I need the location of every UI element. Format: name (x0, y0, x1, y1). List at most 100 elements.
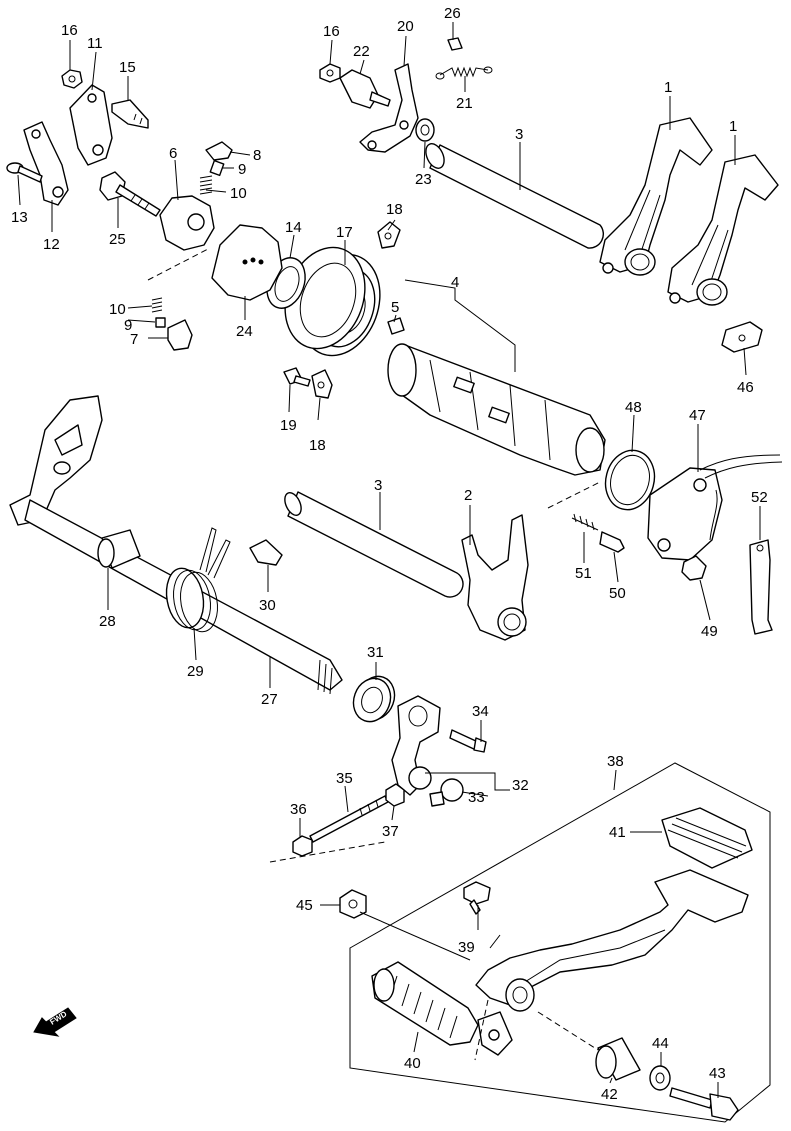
part-label: 16 (61, 22, 78, 39)
part-label: 41 (609, 824, 626, 841)
foot-rubber-40-drawing (371, 961, 479, 1046)
part-label: 46 (737, 379, 754, 396)
part-label: 12 (43, 236, 60, 253)
spring-10-top-drawing (199, 175, 213, 195)
nut-45-drawing (339, 889, 367, 919)
nut-36-drawing (292, 835, 313, 857)
part-label: 26 (444, 5, 461, 22)
pin-50-drawing (599, 531, 625, 553)
part-label: 34 (472, 703, 489, 720)
bolt-39-drawing (463, 881, 491, 915)
assembly-line-cam (147, 247, 211, 281)
stud-22-drawing (339, 69, 391, 109)
bolt-43-drawing (669, 1087, 739, 1121)
pedal-rubber-41-drawing (661, 807, 753, 869)
nut-37-drawing (385, 783, 405, 807)
arm-20-drawing (359, 63, 419, 153)
part-label: 36 (290, 801, 307, 818)
part-label: 15 (119, 59, 136, 76)
part-label: 44 (652, 1035, 669, 1052)
pawl-pin-8-drawing (205, 141, 233, 161)
switch-47-drawing (647, 454, 783, 561)
part-label: 21 (456, 95, 473, 112)
spring-51-drawing (571, 513, 599, 531)
part-label: 11 (87, 35, 103, 52)
bolt-34-drawing (449, 729, 487, 753)
fwd-arrow: FWD (33, 1007, 77, 1037)
fork-shaft-lower-drawing (284, 491, 464, 598)
nut-16-left-drawing (61, 69, 83, 89)
part-label: 29 (187, 663, 204, 680)
part-label: 42 (601, 1086, 618, 1103)
shift-fork-2-drawing (461, 514, 529, 641)
tie-rod-35-drawing (309, 795, 389, 843)
nut-16-right-drawing (319, 63, 341, 83)
part-label: 50 (609, 585, 626, 602)
plate-18-lower-drawing (311, 369, 333, 399)
roller-9-top-drawing (209, 159, 225, 177)
shift-fork-1a-drawing (599, 117, 713, 276)
clamp-52-drawing (749, 539, 773, 635)
part-label: 45 (296, 897, 313, 914)
pawl-7-drawing (167, 319, 193, 351)
part-label: 10 (230, 185, 247, 202)
spring-10-lower-drawing (151, 297, 163, 313)
part-label: 49 (701, 623, 718, 640)
part-label: 10 (109, 301, 126, 318)
shift-fork-1b-drawing (667, 154, 779, 306)
part-label: 48 (625, 399, 642, 416)
part-label: 47 (689, 407, 706, 424)
part-label: 38 (607, 753, 624, 770)
pin-30-drawing (249, 539, 283, 566)
part-label: 9 (238, 161, 246, 178)
part-label: 17 (336, 224, 353, 241)
part-label: 51 (575, 565, 592, 582)
bolt-49-drawing (681, 555, 707, 581)
assembly-line-rod (269, 841, 386, 863)
leader-lines (17, 22, 761, 1098)
pivot-bolt-13-drawing (6, 162, 43, 183)
fork-shaft-upper-drawing (425, 143, 605, 249)
part-label: 6 (169, 145, 177, 162)
part-label: 7 (130, 331, 138, 348)
shift-shaft-arm-drawing (9, 395, 103, 526)
collar-28-drawing (97, 529, 141, 569)
shift-drum-drawing (387, 343, 606, 476)
stopper-plate-drawing (69, 84, 113, 166)
part-label: 32 (512, 777, 529, 794)
part-label: 23 (415, 171, 432, 188)
roller-9-lower-drawing (155, 317, 166, 328)
bracket-46-drawing (721, 321, 763, 353)
part-label: 43 (709, 1065, 726, 1082)
drum-pin-drawing (387, 317, 405, 335)
stopper-arm-drawing (23, 121, 69, 206)
oil-seal-31-drawing (352, 675, 396, 723)
part-label: 30 (259, 597, 276, 614)
part-label: 3 (515, 126, 523, 143)
part-label: 2 (464, 487, 472, 504)
part-label: 20 (397, 18, 414, 35)
plate-18-upper-drawing (377, 221, 401, 249)
part-label: 16 (323, 23, 340, 40)
assembly-line-pedal-b (474, 999, 489, 1061)
part-label: 24 (236, 323, 253, 340)
part-labels: 1 1 2 3 3 4 5 6 7 8 9 9 10 10 11 12 13 1… (11, 5, 768, 1103)
assembly-line-pedal (537, 1011, 599, 1051)
part-label: 22 (353, 43, 370, 60)
return-spring-29-drawing (165, 527, 231, 633)
assembly-line-switch (547, 481, 601, 509)
part-label: 52 (751, 489, 768, 506)
collar-42-drawing (595, 1037, 641, 1081)
bolt-26-drawing (447, 37, 463, 51)
part-label: 18 (309, 437, 326, 454)
part-label: 28 (99, 613, 116, 630)
part-label: 1 (664, 79, 672, 96)
part-label: 3 (374, 477, 382, 494)
part-label: 5 (391, 299, 399, 316)
stud-bolt-15-drawing (111, 99, 149, 129)
shift-pedal-lever-drawing (475, 869, 749, 1056)
part-label: 33 (468, 789, 485, 806)
washer-23-drawing (415, 118, 435, 142)
part-label: 27 (261, 691, 278, 708)
shift-pawl-drawing (159, 195, 215, 251)
